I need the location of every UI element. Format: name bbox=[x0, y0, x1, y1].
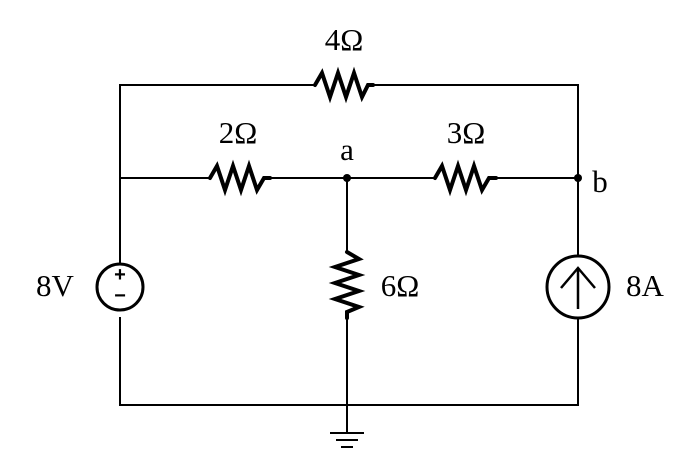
resistor-3ohm bbox=[433, 159, 498, 197]
resistor-4ohm bbox=[313, 66, 375, 104]
node-a-dot bbox=[343, 174, 351, 182]
voltage-source: + − bbox=[95, 262, 145, 312]
minus-sign: − bbox=[114, 285, 126, 307]
label-8v: 8V bbox=[36, 268, 75, 303]
resistor-2ohm bbox=[208, 159, 272, 197]
wire-top-right bbox=[372, 84, 579, 181]
resistor-6ohm bbox=[328, 250, 366, 320]
node-b-dot bbox=[574, 174, 582, 182]
ground-symbol bbox=[330, 432, 364, 448]
label-6ohm: 6Ω bbox=[381, 268, 420, 303]
label-8a: 8A bbox=[626, 268, 665, 303]
label-node-b: b bbox=[592, 164, 608, 199]
wire-right-bottom bbox=[119, 317, 579, 406]
wires bbox=[119, 84, 579, 434]
label-node-a: a bbox=[340, 132, 354, 167]
label-2ohm: 2Ω bbox=[219, 115, 258, 150]
plus-sign: + bbox=[114, 264, 126, 286]
label-4ohm: 4Ω bbox=[325, 22, 364, 57]
current-source bbox=[545, 254, 611, 320]
label-3ohm: 3Ω bbox=[447, 115, 486, 150]
wire-top-left bbox=[119, 84, 316, 266]
